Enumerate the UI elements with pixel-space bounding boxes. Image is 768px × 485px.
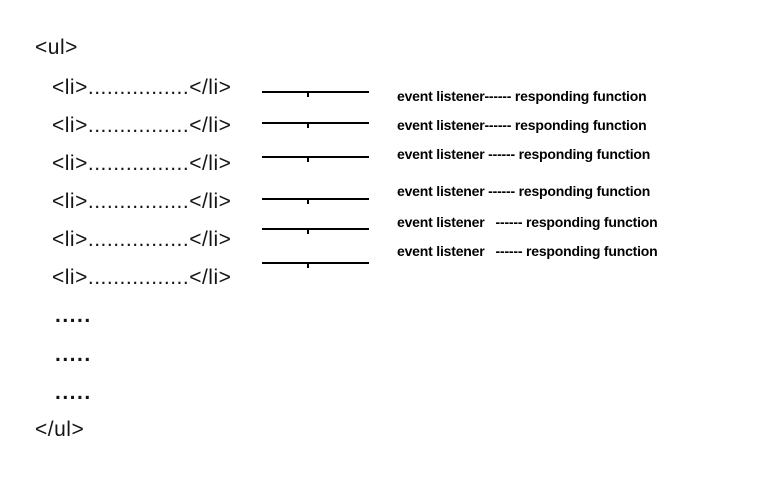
listener-mapping-label-2: event listener------ responding function	[397, 117, 647, 133]
ellipsis-row-1: .....	[55, 304, 92, 327]
connector-tick-icon	[307, 200, 309, 204]
connector-tick-icon	[307, 264, 309, 268]
connector-line-1	[262, 91, 369, 97]
listener-mapping-label-1: event listener------ responding function	[397, 88, 647, 104]
ellipsis-row-2: .....	[55, 343, 92, 366]
listener-mapping-label-3: event listener ------ responding functio…	[397, 146, 651, 162]
listener-mapping-label-4: event listener ------ responding functio…	[397, 183, 651, 199]
ul-close-tag: </ul>	[35, 418, 85, 441]
connector-line-6	[262, 262, 369, 268]
li-item-2: <li>................</li>	[52, 114, 232, 137]
listener-mapping-label-5: event listener ------ responding functio…	[397, 214, 658, 230]
li-item-4: <li>................</li>	[52, 190, 232, 213]
connector-tick-icon	[307, 230, 309, 234]
connector-tick-icon	[307, 158, 309, 162]
li-item-1: <li>................</li>	[52, 76, 232, 99]
ellipsis-row-3: .....	[55, 381, 92, 404]
li-item-6: <li>................</li>	[52, 266, 232, 289]
connector-tick-icon	[307, 124, 309, 128]
ul-open-tag: <ul>	[35, 36, 78, 59]
connector-line-4	[262, 198, 369, 204]
connector-line-3	[262, 156, 369, 162]
li-item-5: <li>................</li>	[52, 228, 232, 251]
listener-mapping-label-6: event listener ------ responding functio…	[397, 243, 658, 259]
connector-tick-icon	[307, 93, 309, 97]
connector-line-5	[262, 228, 369, 234]
connector-line-2	[262, 122, 369, 128]
li-item-3: <li>................</li>	[52, 152, 232, 175]
